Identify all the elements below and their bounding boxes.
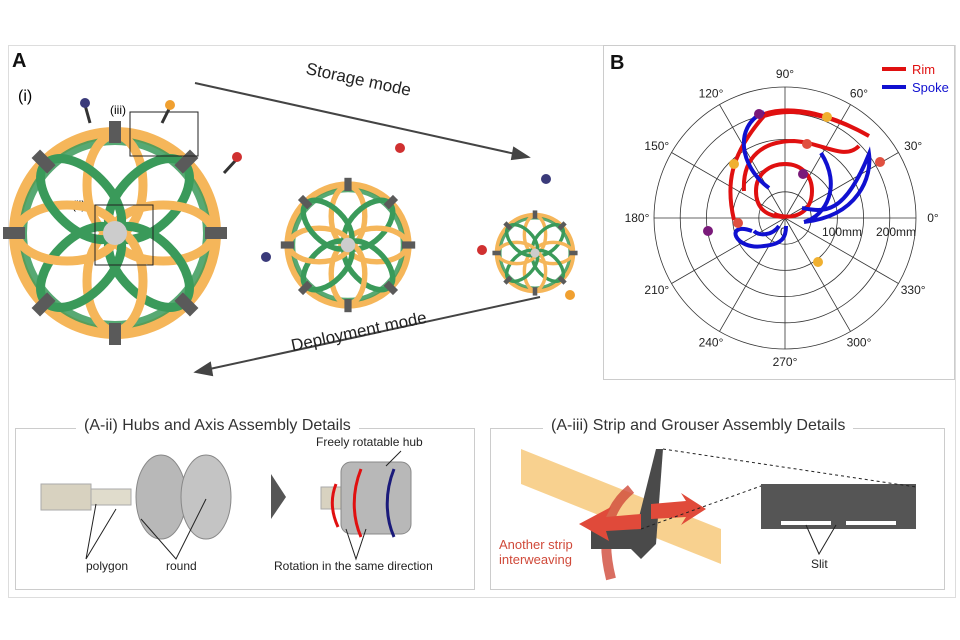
- legend-rim: Rim: [912, 62, 935, 77]
- pin-markers: [703, 109, 885, 267]
- radial-label-200mm: 200mm: [876, 225, 916, 239]
- legend-spoke: Spoke: [912, 80, 949, 95]
- spoke-curve: [733, 110, 872, 249]
- angle-label: 210°: [644, 283, 669, 297]
- radial-label-100mm: 100mm: [822, 225, 862, 239]
- hub-illustration: [40, 450, 412, 561]
- round-label: round: [166, 559, 197, 573]
- another-strip-label: Another strip interweaving: [499, 537, 573, 567]
- detail-iii-panel: (A-iii) Strip and Grouser Assembly Detai…: [490, 417, 945, 590]
- angle-label: 270°: [773, 355, 798, 369]
- angle-label: 150°: [644, 139, 669, 153]
- grid-spoke-5: [671, 152, 786, 219]
- sub-label-i: (i): [18, 88, 33, 105]
- grid-spoke-8: [719, 217, 786, 332]
- angle-label: 120°: [699, 86, 724, 100]
- angle-label: 90°: [776, 67, 794, 81]
- angle-label: 30°: [904, 139, 922, 153]
- freely-rotatable-hub-label: Freely rotatable hub: [316, 435, 423, 449]
- figure-frame: [8, 45, 956, 598]
- detail-iii-box: [129, 111, 199, 157]
- slit-label: Slit: [811, 557, 828, 571]
- deployment-arrow: [193, 296, 541, 377]
- panel-b: B 0° 30° 60° 90° 120° 150° 180° 210° 240° 270° 300…: [603, 45, 955, 380]
- storage-arrow: [194, 82, 531, 161]
- detail-ii-box: [94, 204, 154, 266]
- grid-spoke-10: [784, 217, 851, 332]
- wheel-medium: [281, 178, 415, 312]
- angle-label: 330°: [901, 283, 926, 297]
- pins: [80, 98, 575, 300]
- sub-label-iii: (iii): [110, 103, 126, 117]
- panel-a-label: A: [12, 50, 27, 72]
- legend: Rim Spoke: [882, 62, 949, 95]
- grouser-illustration: [521, 448, 917, 581]
- polygon-label: polygon: [86, 559, 129, 573]
- grid-spoke-7: [671, 217, 786, 284]
- wheel-small: [492, 210, 577, 295]
- detail-iii-title: (A-iii) Strip and Grouser Assembly Detai…: [543, 417, 854, 435]
- angle-label: 60°: [850, 86, 868, 100]
- detail-ii-title: (A-ii) Hubs and Axis Assembly Details: [76, 417, 359, 435]
- wheels-illustration: [0, 82, 600, 377]
- wheel-large: [3, 121, 227, 345]
- angle-label: 0°: [927, 211, 939, 225]
- angle-label: 240°: [699, 336, 724, 350]
- angle-label: 300°: [847, 336, 872, 350]
- detail-ii-panel: (A-ii) Hubs and Axis Assembly Details po…: [15, 417, 475, 590]
- angle-label: 180°: [625, 211, 650, 225]
- grid-spoke-11: [784, 217, 899, 284]
- rotation-label: Rotation in the same direction: [274, 559, 433, 573]
- polar-plot: 0° 30° 60° 90° 120° 150° 180° 210° 240° 270° 300° 3…: [625, 62, 949, 369]
- panel-b-label: B: [610, 52, 625, 74]
